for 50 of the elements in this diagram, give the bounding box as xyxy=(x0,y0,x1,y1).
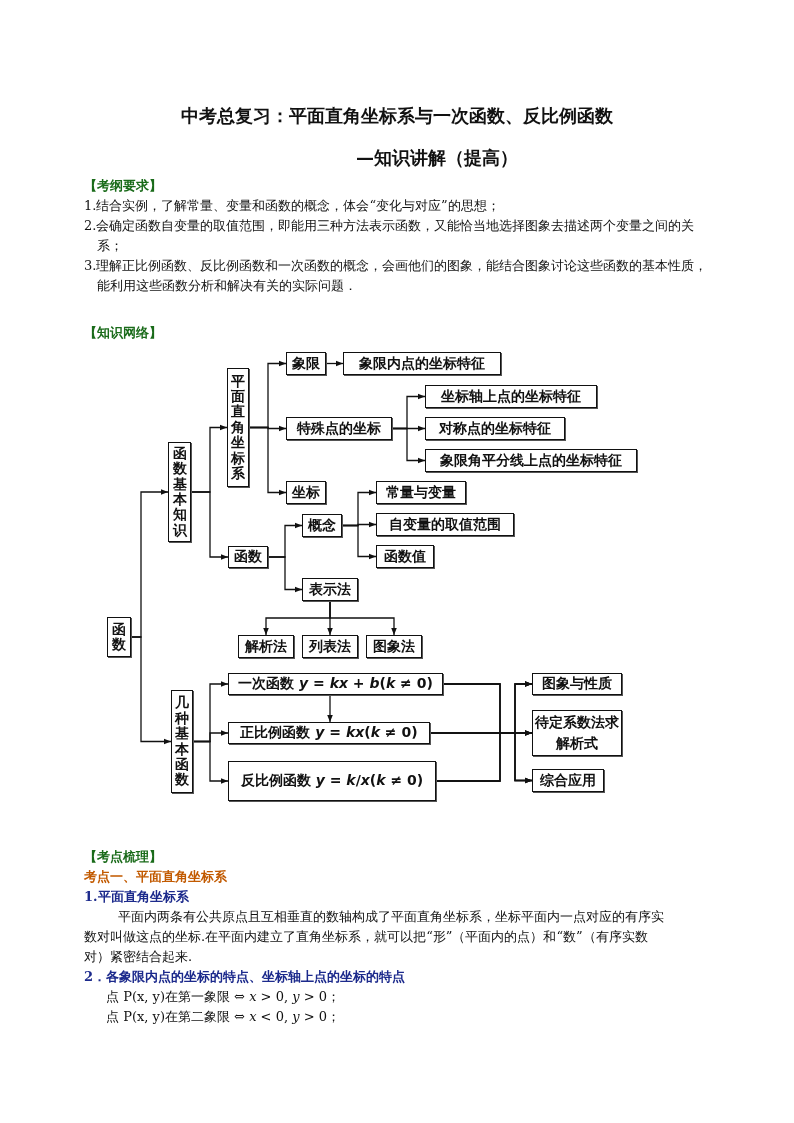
concept-box: 图象法 xyxy=(366,635,422,658)
formula-line: 点 P(x, y)在第二象限 ⇔ x < 0, y > 0； xyxy=(105,1008,341,1026)
connector-arrow xyxy=(391,427,426,464)
paragraph: 平面内两条有公共原点且互相垂直的数轴构成了平面直角坐标系，坐标平面内一点对应的有序实数对叫做这点的坐标.在平面内建立了直角坐标系，就可以把“形”（平面内的点）和“数”（有序实数对）紧密结合起来. xyxy=(84,908,664,966)
concept-box: 象限 xyxy=(286,352,326,375)
concept-box: 综合应用 xyxy=(532,769,604,792)
concept-box: 图象与性质 xyxy=(532,673,622,695)
page-title: 中考总复习：平面直角坐标系与一次函数、反比例函数 xyxy=(180,104,614,128)
connector-arrow xyxy=(192,740,229,784)
section-heading: 【考纲要求】 xyxy=(84,177,163,195)
connector-arrow xyxy=(325,360,344,367)
connector-arrow xyxy=(341,524,377,560)
concept-box: 表示法 xyxy=(302,578,358,601)
connector-arrow xyxy=(130,636,172,745)
subsection-heading: 1.平面直角坐标系 xyxy=(84,888,190,906)
formula-line: 点 P(x, y)在第一象限 ⇔ x > 0, y > 0； xyxy=(105,988,341,1006)
vertical-concept-box: 函数 xyxy=(107,617,131,657)
concept-box: 对称点的坐标特征 xyxy=(425,417,565,440)
connector-arrow xyxy=(327,694,333,723)
concept-box: 概念 xyxy=(302,514,342,537)
concept-box: 象限内点的坐标特征 xyxy=(343,352,501,375)
concept-box: 常量与变量 xyxy=(376,481,466,504)
vertical-concept-box: 平面直角坐标系 xyxy=(227,368,249,487)
connector-arrow xyxy=(267,556,303,593)
subsection-heading: 2．各象限内点的坐标的特点、坐标轴上点的坐标的特点 xyxy=(84,968,407,986)
section-heading: 【考点梳理】 xyxy=(84,848,163,866)
connector-arrow xyxy=(329,600,397,636)
topic-heading: 考点一、平面直角坐标系 xyxy=(84,868,228,886)
concept-box: 特殊点的坐标 xyxy=(286,417,392,440)
concept-box: 坐标 xyxy=(286,481,326,504)
concept-box: 列表法 xyxy=(302,635,358,658)
concept-box: 坐标轴上点的坐标特征 xyxy=(425,385,597,408)
concept-box: 函数值 xyxy=(376,545,434,568)
concept-box: 一次函数 y = kx + b(k ≠ 0) xyxy=(228,673,443,695)
requirement-item: 3.理解正比例函数、反比例函数和一次函数的概念，会画他们的图象，能结合图象讨论这些函数的基本性质，能利用这些函数分析和解决有关的实际问题． xyxy=(84,257,709,295)
requirement-item: 2.会确定函数自变量的取值范围，即能用三种方法表示函数，又能恰当地选择图象去描述两个变量之间的关系； xyxy=(84,217,696,255)
vertical-concept-box: 几种基本函数 xyxy=(171,690,193,793)
concept-box: 反比例函数 y = k/x(k ≠ 0) xyxy=(228,761,436,801)
concept-box: 自变量的取值范围 xyxy=(376,513,514,536)
connector-arrow xyxy=(248,426,287,496)
vertical-concept-box: 函数基本知识 xyxy=(168,442,191,542)
connector-arrow xyxy=(190,491,229,560)
concept-box: 待定系数法求解析式 xyxy=(532,710,622,756)
concept-box: 函数 xyxy=(228,546,268,568)
subtitle: —知识讲解（提高） xyxy=(355,146,519,170)
section-heading: 【知识网络】 xyxy=(84,324,163,342)
concept-box: 解析法 xyxy=(238,635,294,658)
concept-box: 正比例函数 y = kx(k ≠ 0) xyxy=(228,722,430,744)
concept-box: 象限角平分线上点的坐标特征 xyxy=(425,449,637,472)
requirement-item: 1.结合实例，了解常量、变量和函数的概念，体会“变化与对应”的思想； xyxy=(84,197,501,215)
